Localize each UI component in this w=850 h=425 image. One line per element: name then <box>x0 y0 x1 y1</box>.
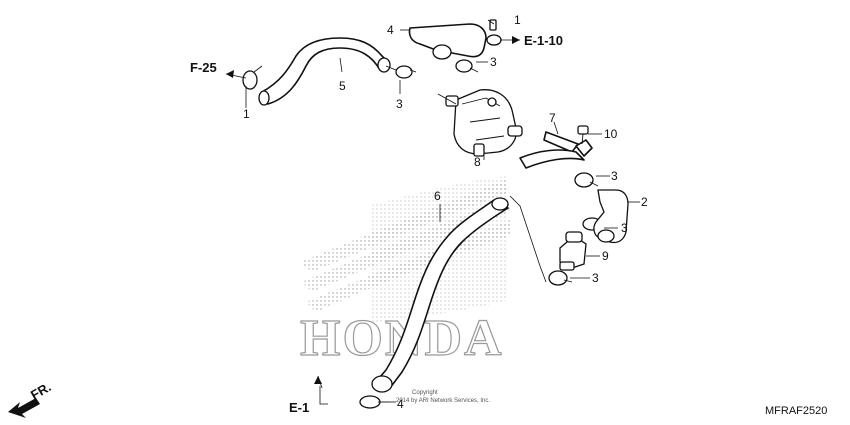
hose-part-5[interactable] <box>258 37 391 106</box>
clamp-part-bottom[interactable] <box>359 395 390 409</box>
elbow-part-2[interactable] <box>593 189 629 244</box>
hose-part-7[interactable] <box>519 131 593 169</box>
callout-1-top[interactable]: 1 <box>514 13 521 27</box>
hose-part-6[interactable] <box>371 197 509 393</box>
front-direction-arrow-icon <box>8 398 40 418</box>
arrow-e110 <box>500 36 520 44</box>
callout-3-bottom-right[interactable]: 3 <box>592 271 599 285</box>
clamp-part-3-upper-left[interactable] <box>385 65 417 79</box>
arrow-f25 <box>225 70 247 79</box>
callout-10[interactable]: 10 <box>604 127 618 141</box>
clamp-part-3-upper-right[interactable] <box>455 59 479 73</box>
honda-wing-watermark <box>300 176 510 322</box>
callout-5[interactable]: 5 <box>339 79 346 93</box>
callout-7[interactable]: 7 <box>549 111 556 125</box>
callout-8[interactable]: 8 <box>474 155 481 169</box>
callout-3-upper-right[interactable]: 3 <box>490 55 497 69</box>
callout-4-top[interactable]: 4 <box>387 23 394 37</box>
callout-3-mid-right[interactable]: 3 <box>611 169 618 183</box>
solenoid-valve-part-8[interactable] <box>445 89 523 157</box>
leader-lines <box>245 19 640 405</box>
clamp-part-1-left[interactable] <box>242 65 263 90</box>
callout-4-bottom[interactable]: 4 <box>397 397 404 411</box>
check-valve-part-9[interactable] <box>559 231 587 271</box>
callout-3-upper-left[interactable]: 3 <box>396 97 403 111</box>
clip-part-10[interactable] <box>577 125 589 145</box>
copyright-line-1: Copyright <box>412 390 438 396</box>
reference-e110[interactable]: E-1-10 <box>524 33 563 48</box>
reference-f25[interactable]: F-25 <box>190 60 217 75</box>
callout-6[interactable]: 6 <box>434 189 441 203</box>
clamp-part-3-mid-right[interactable] <box>574 172 599 188</box>
copyright-line-2: 2014 by ARI Network Services, Inc. <box>396 398 490 404</box>
clamp-part-1-top[interactable] <box>486 19 502 46</box>
callout-1-left[interactable]: 1 <box>243 107 250 121</box>
callout-3-lower-right[interactable]: 3 <box>621 221 628 235</box>
clamp-part-3-bottom-right[interactable] <box>548 270 573 286</box>
diagram-code: MFRAF2520 <box>765 405 827 417</box>
front-direction-label: FR. <box>28 379 54 402</box>
arrow-e1 <box>314 375 323 389</box>
reference-e1[interactable]: E-1 <box>289 400 309 415</box>
callout-2[interactable]: 2 <box>641 195 648 209</box>
hose-part-4[interactable] <box>408 23 487 60</box>
callout-9[interactable]: 9 <box>602 249 609 263</box>
